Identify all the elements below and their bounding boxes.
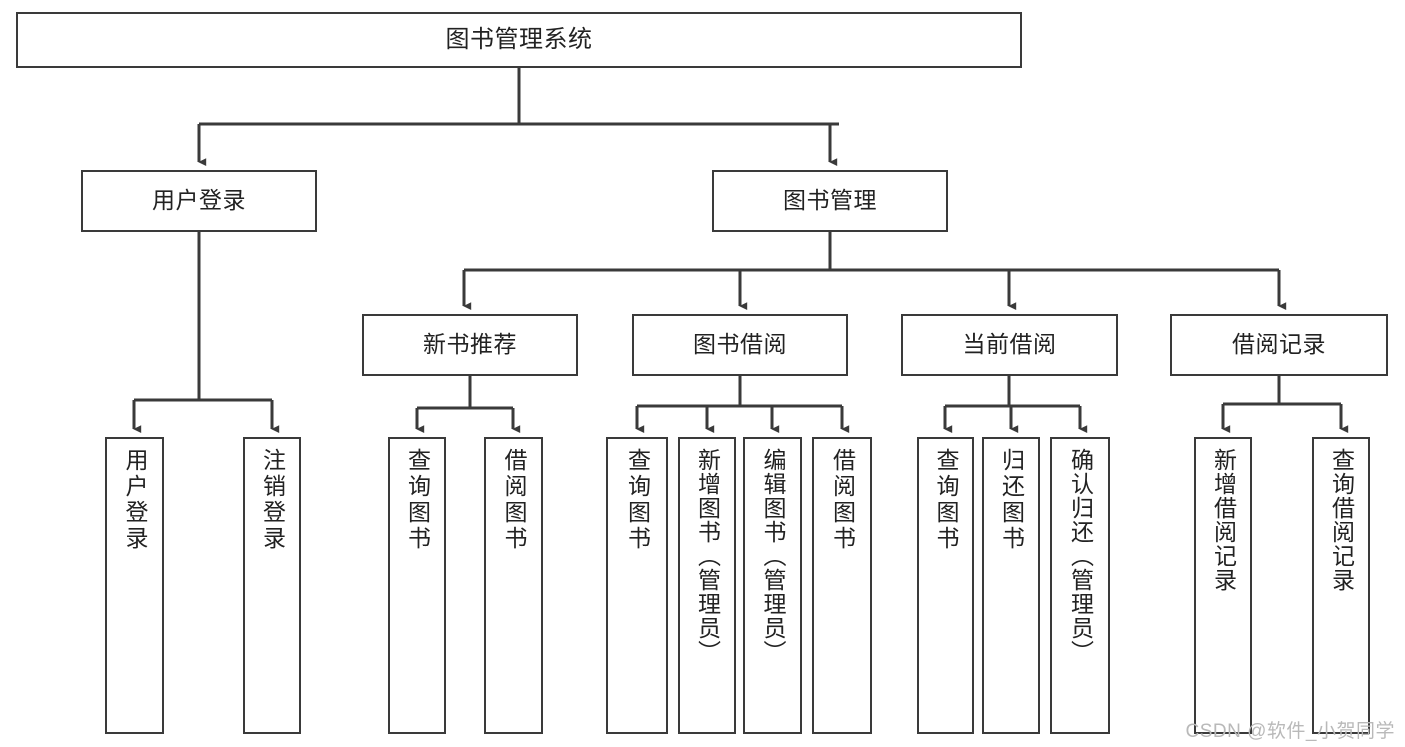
node-label: 确认归还（管理员）	[1067, 448, 1094, 664]
node-label: 当前借阅	[962, 331, 1057, 358]
node-level3-borrow-record[interactable]: 借阅记录	[1170, 314, 1388, 376]
node-leaf-user-login[interactable]: 用户登录	[105, 437, 164, 734]
node-label: 借阅记录	[1232, 331, 1326, 358]
node-label: 查询借阅记录	[1328, 448, 1355, 592]
node-leaf-edit-book-admin[interactable]: 编辑图书（管理员）	[743, 437, 802, 734]
node-leaf-logout[interactable]: 注销登录	[243, 437, 301, 734]
node-leaf-borrow-book[interactable]: 借阅图书	[812, 437, 872, 734]
node-label: 图书借阅	[693, 331, 787, 358]
node-label: 查询图书	[933, 448, 959, 552]
node-label: 图书管理	[783, 187, 877, 214]
csdn-watermark: CSDN @软件_小贺同学	[1185, 721, 1395, 742]
node-leaf-search-book-borrow[interactable]: 查询图书	[606, 437, 668, 734]
node-label: 查询图书	[624, 448, 651, 552]
node-label: 新增借阅记录	[1210, 448, 1237, 592]
node-level2-book-management[interactable]: 图书管理	[712, 170, 948, 232]
node-leaf-search-borrow-record[interactable]: 查询借阅记录	[1312, 437, 1370, 734]
node-leaf-borrow-book-recommend[interactable]: 借阅图书	[484, 437, 543, 734]
node-label: 注销登录	[259, 448, 286, 552]
node-leaf-search-book-recommend[interactable]: 查询图书	[388, 437, 446, 734]
node-leaf-return-book[interactable]: 归还图书	[982, 437, 1040, 734]
node-label: 借阅图书	[501, 448, 527, 552]
node-label: 图书管理系统	[445, 25, 593, 53]
node-label: 新书推荐	[423, 331, 517, 358]
node-leaf-add-borrow-record[interactable]: 新增借阅记录	[1194, 437, 1252, 734]
node-label: 编辑图书（管理员）	[760, 448, 786, 664]
node-level3-current-borrow[interactable]: 当前借阅	[901, 314, 1118, 376]
node-label: 用户登录	[152, 187, 246, 214]
node-level3-new-book-recommend[interactable]: 新书推荐	[362, 314, 578, 376]
node-leaf-search-book-current[interactable]: 查询图书	[917, 437, 974, 734]
node-level3-book-borrow[interactable]: 图书借阅	[632, 314, 848, 376]
node-root[interactable]: 图书管理系统	[16, 12, 1022, 68]
node-label: 新增图书（管理员）	[694, 448, 721, 664]
node-level2-user-login[interactable]: 用户登录	[81, 170, 317, 232]
node-label: 查询图书	[404, 448, 431, 552]
node-label: 用户登录	[122, 448, 148, 552]
node-leaf-confirm-return-admin[interactable]: 确认归还（管理员）	[1050, 437, 1110, 734]
node-label: 归还图书	[998, 448, 1025, 552]
node-leaf-add-book-admin[interactable]: 新增图书（管理员）	[678, 437, 736, 734]
node-label: 借阅图书	[829, 448, 856, 552]
